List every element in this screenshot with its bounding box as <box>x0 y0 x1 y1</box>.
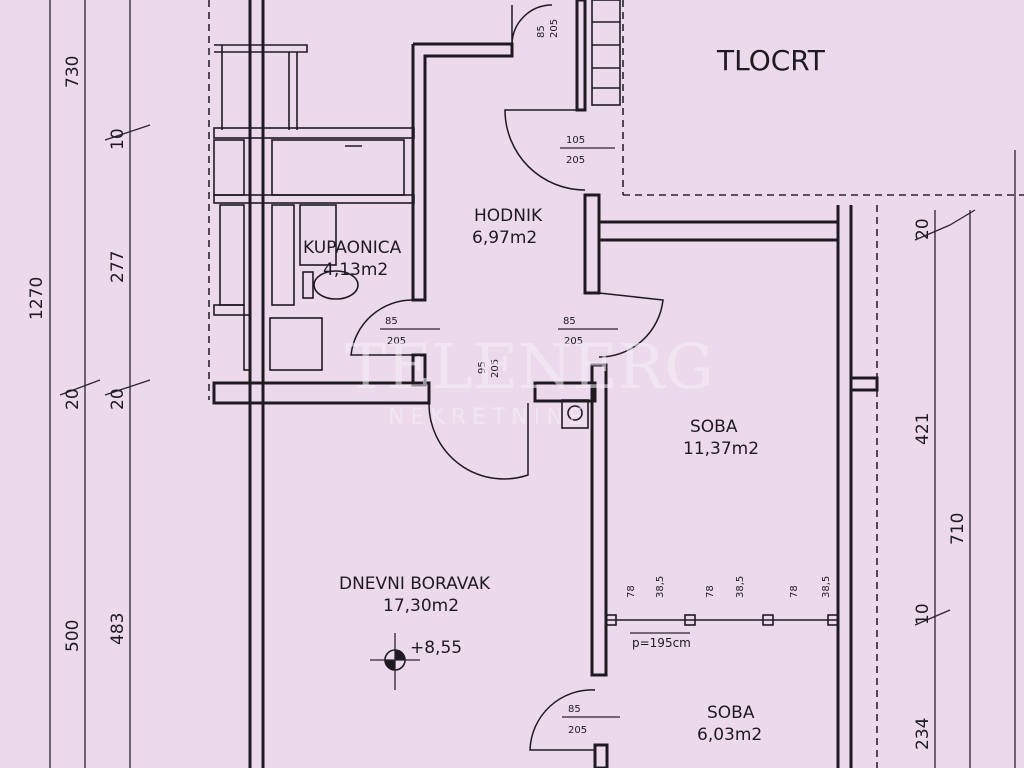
window-2-a: 78 <box>705 585 716 598</box>
door-bath-height: 205 <box>387 336 406 347</box>
wall-room-top <box>597 220 840 242</box>
partition-post-4 <box>827 614 839 626</box>
dim-20-right: 20 <box>913 218 933 240</box>
level-mark-label: +8,55 <box>410 638 462 658</box>
bathtub <box>271 139 405 196</box>
plan-title: TLOCRT <box>716 44 826 77</box>
door-mid-height: 205 <box>490 359 501 378</box>
room-boravak-name: DNEVNI BORAVAK <box>339 574 491 594</box>
window-mark-1: 78 38,5 <box>626 576 666 598</box>
dim-483: 483 <box>108 613 128 645</box>
room-hodnik-area: 6,97m2 <box>472 228 537 248</box>
partition-post-3 <box>762 614 774 626</box>
dim-710: 710 <box>948 513 968 545</box>
dim-tick-3 <box>59 379 101 396</box>
dim-total-1270: 1270 <box>27 277 47 320</box>
wall-bath-living <box>212 381 431 405</box>
window-mark-3: 78 38,5 <box>789 576 832 598</box>
dim-tick-2 <box>104 379 151 396</box>
door-room-height: 205 <box>564 336 583 347</box>
wall-right-stub <box>849 376 879 392</box>
dim-277: 277 <box>108 251 128 283</box>
bath-cabinet-left <box>213 139 245 196</box>
wall-hall-room-upper <box>583 193 601 295</box>
chimney-flue <box>567 405 583 421</box>
room-soba1-name: SOBA <box>690 417 738 437</box>
room-kupaonica-area: 4,13m2 <box>323 260 388 280</box>
door-top-height: 205 <box>549 19 560 38</box>
door-swing-entry <box>504 109 586 191</box>
bath-left-col <box>243 314 251 371</box>
room-soba1-area: 11,37m2 <box>683 439 759 459</box>
door-dims-top: 85 205 <box>536 19 560 38</box>
toilet-tank <box>302 271 314 299</box>
door-top-width: 85 <box>536 25 547 38</box>
dim-20-left-a: 20 <box>63 388 83 410</box>
room-kupaonica-name: KUPAONICA <box>303 238 402 258</box>
door-entry-height: 205 <box>566 155 585 166</box>
top-shelving <box>591 0 621 106</box>
door-entry-width: 105 <box>566 135 585 146</box>
partition-post-1 <box>605 614 617 626</box>
door-bottom-width: 85 <box>568 704 581 715</box>
door-swing-room <box>598 292 664 358</box>
bath-bottom-ledge <box>213 304 245 316</box>
window-3-b: 38,5 <box>821 576 832 598</box>
door-swing-bottom <box>529 689 596 751</box>
window-1-a: 78 <box>626 585 637 598</box>
wall-bath-hall <box>411 42 514 302</box>
dim-500: 500 <box>63 620 83 652</box>
bath-top-wall <box>213 127 415 139</box>
room-hodnik-name: HODNIK <box>474 206 543 226</box>
wall-bottom-stub <box>593 743 609 768</box>
wall-bath-hall-stub <box>411 353 427 387</box>
bath-closet-2 <box>271 204 295 306</box>
door-bottom-height: 205 <box>568 725 587 736</box>
bath-mid-wall <box>213 194 415 204</box>
window-1-b: 38,5 <box>655 576 666 598</box>
window-mark-2: 78 38,5 <box>705 576 746 598</box>
dim-10-left: 10 <box>108 128 128 150</box>
bath-closet-1 <box>219 204 245 306</box>
bathroom-shelf <box>214 44 308 53</box>
dim-234: 234 <box>913 718 933 750</box>
bath-sink <box>299 204 337 266</box>
watermark-subtitle: NEKRETNINE <box>388 405 589 430</box>
dim-421: 421 <box>913 413 933 445</box>
dim-tick-r2 <box>949 209 976 226</box>
door-mid-width: 95 <box>477 361 488 374</box>
toilet <box>313 270 359 300</box>
dim-tick-r1 <box>914 224 951 241</box>
partition-note: p=195cm <box>632 636 691 650</box>
wall-hall-bottom <box>533 381 597 403</box>
watermark-logo: TELENERG <box>345 330 714 403</box>
partition-post-2 <box>684 614 696 626</box>
wall-top-right-stub <box>575 0 587 112</box>
window-3-a: 78 <box>789 585 800 598</box>
chimney <box>561 399 589 429</box>
dim-20-left-b: 20 <box>108 388 128 410</box>
room-soba2-area: 6,03m2 <box>697 725 762 745</box>
dim-10-right: 10 <box>913 603 933 625</box>
window-2-b: 38,5 <box>735 576 746 598</box>
dim-tick-r3 <box>914 609 951 626</box>
door-swing-bath <box>350 299 414 356</box>
door-bath-width: 85 <box>385 316 398 327</box>
dim-730: 730 <box>63 56 83 88</box>
door-swing-top <box>511 4 553 45</box>
room-boravak-area: 17,30m2 <box>383 596 459 616</box>
door-swing-mid <box>428 402 529 480</box>
door-dims-mid: 95 205 <box>477 359 501 378</box>
door-room-width: 85 <box>563 316 576 327</box>
room-soba2-name: SOBA <box>707 703 755 723</box>
dim-tick-1 <box>104 124 151 141</box>
wall-living-room <box>590 363 608 677</box>
washing-machine <box>269 317 323 371</box>
